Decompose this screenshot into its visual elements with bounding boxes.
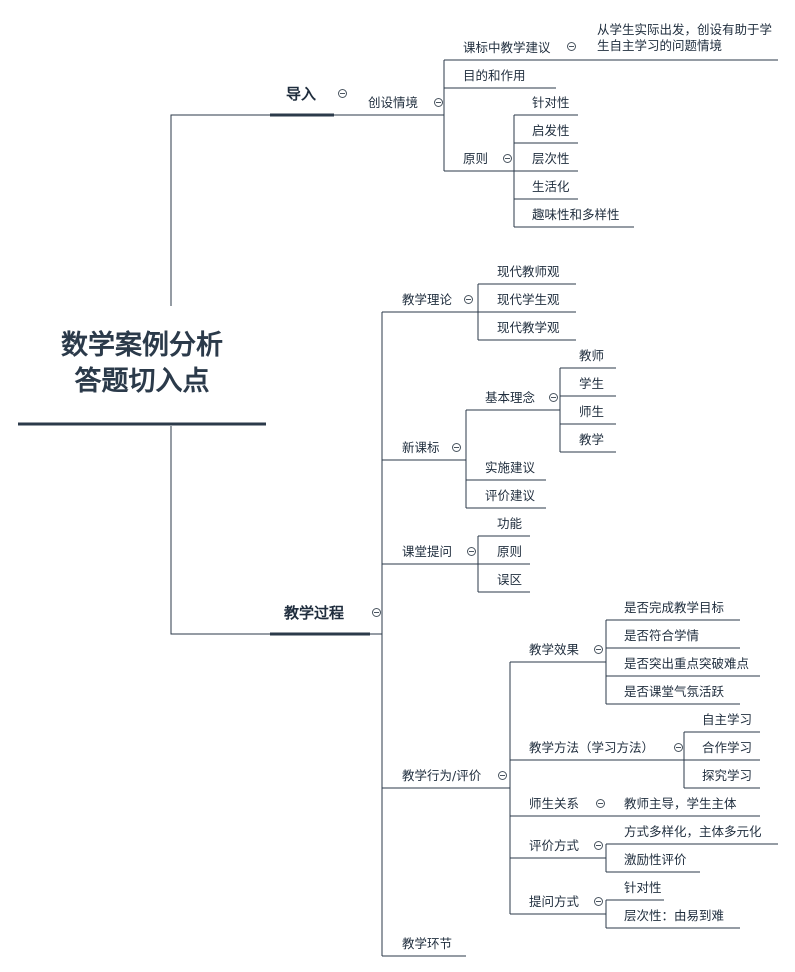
node-mudi-zuoyong[interactable]: 目的和作用 bbox=[463, 68, 526, 83]
leaf-zhenduixing[interactable]: 针对性 bbox=[532, 95, 570, 110]
collapse-toggle-icon[interactable] bbox=[503, 154, 512, 163]
branch-jiaoxue-guocheng[interactable]: 教学过程 bbox=[284, 604, 345, 622]
node-shisheng-guanxi[interactable]: 师生关系 bbox=[529, 796, 580, 811]
collapse-toggle-icon[interactable] bbox=[594, 897, 603, 906]
leaf-shisheng[interactable]: 师生 bbox=[579, 404, 605, 419]
leaf-fangshi-duoyanghua[interactable]: 方式多样化，主体多元化 bbox=[624, 824, 762, 839]
leaf-tuchu-zhongdian[interactable]: 是否突出重点突破难点 bbox=[624, 656, 750, 671]
root-title-line2: 答题切入点 bbox=[74, 366, 210, 397]
leaf-hezuo-xuexi[interactable]: 合作学习 bbox=[702, 740, 753, 755]
node-tiwen-fangshi[interactable]: 提问方式 bbox=[529, 894, 580, 909]
node-kebiao-jianyi[interactable]: 课标中教学建议 bbox=[463, 40, 551, 55]
collapse-toggle-icon[interactable] bbox=[674, 743, 683, 752]
node-jiaoxue-xiaoguo[interactable]: 教学效果 bbox=[529, 642, 580, 657]
leaf-jiaoshi-zhudao[interactable]: 教师主导，学生主体 bbox=[624, 796, 737, 811]
root-title-line1: 数学案例分析 bbox=[61, 330, 223, 361]
collapse-toggle-icon[interactable] bbox=[467, 547, 476, 556]
leaf-jiaoxue-guan[interactable]: 现代教学观 bbox=[497, 320, 560, 335]
leaf-tanjiu-xuexi[interactable]: 探究学习 bbox=[702, 768, 753, 783]
leaf-shenghuohua[interactable]: 生活化 bbox=[532, 179, 570, 194]
collapse-toggle-icon[interactable] bbox=[549, 393, 558, 402]
collapse-toggle-icon[interactable] bbox=[452, 443, 461, 452]
leaf-fuhe-xueqing[interactable]: 是否符合学情 bbox=[624, 628, 700, 643]
collapse-toggle-icon[interactable] bbox=[464, 295, 473, 304]
leaf-jiaoshi[interactable]: 教师 bbox=[579, 348, 605, 363]
leaf-jiaoshi-guan[interactable]: 现代教师观 bbox=[497, 264, 560, 279]
node-jiben-linian[interactable]: 基本理念 bbox=[485, 390, 536, 405]
collapse-toggle-icon[interactable] bbox=[596, 799, 605, 808]
leaf-wuqu[interactable]: 误区 bbox=[497, 572, 523, 587]
node-kebiao-detail[interactable]: 从学生实际出发，创设有助于学生自主学习的问题情境 bbox=[597, 22, 773, 53]
root-topic[interactable]: 数学案例分析 答题切入点 bbox=[20, 328, 264, 400]
leaf-zizhu-xuexi[interactable]: 自主学习 bbox=[702, 712, 753, 727]
node-jiaoxue-xingwei[interactable]: 教学行为/评价 bbox=[402, 768, 482, 783]
node-jiaoxue-lilun[interactable]: 教学理论 bbox=[402, 292, 453, 307]
collapse-toggle-icon[interactable] bbox=[434, 98, 443, 107]
collapse-toggle-icon[interactable] bbox=[498, 771, 507, 780]
node-xinkebiao[interactable]: 新课标 bbox=[402, 440, 440, 455]
branch-daoru[interactable]: 导入 bbox=[286, 85, 317, 103]
leaf-gongneng[interactable]: 功能 bbox=[497, 516, 523, 531]
leaf-xuesheng-guan[interactable]: 现代学生观 bbox=[497, 292, 560, 307]
node-jiaoxue-fangfa[interactable]: 教学方法（学习方法） bbox=[529, 740, 655, 755]
node-yuanze[interactable]: 原则 bbox=[463, 151, 489, 166]
leaf-qifaxing[interactable]: 启发性 bbox=[532, 123, 570, 138]
leaf-jiaoxue[interactable]: 教学 bbox=[579, 432, 605, 447]
leaf-quweixing[interactable]: 趣味性和多样性 bbox=[532, 207, 620, 222]
leaf-qifen-huoyue[interactable]: 是否课堂气氛活跃 bbox=[624, 684, 725, 699]
node-shishi-jianyi[interactable]: 实施建议 bbox=[485, 460, 536, 475]
leaf-wancheng-mubiao[interactable]: 是否完成教学目标 bbox=[624, 600, 725, 615]
collapse-toggle-icon[interactable] bbox=[372, 608, 381, 617]
node-jiaoxue-huanjie[interactable]: 教学环节 bbox=[402, 936, 453, 951]
leaf-zhenduixing-tiwen[interactable]: 针对性 bbox=[624, 880, 662, 895]
node-pingjia-jianyi[interactable]: 评价建议 bbox=[485, 488, 536, 503]
leaf-cengcixing[interactable]: 层次性 bbox=[532, 151, 570, 166]
collapse-toggle-icon[interactable] bbox=[594, 841, 603, 850]
leaf-xuesheng[interactable]: 学生 bbox=[579, 376, 605, 391]
node-chuangshe-qingjing[interactable]: 创设情境 bbox=[368, 95, 419, 110]
leaf-cengcixing-tiwen[interactable]: 层次性：由易到难 bbox=[624, 908, 725, 923]
collapse-toggle-icon[interactable] bbox=[567, 42, 576, 51]
leaf-yuanze[interactable]: 原则 bbox=[497, 544, 523, 559]
collapse-toggle-icon[interactable] bbox=[338, 89, 347, 98]
collapse-toggle-icon[interactable] bbox=[594, 645, 603, 654]
node-ketang-tiwen[interactable]: 课堂提问 bbox=[402, 544, 453, 559]
node-pingjia-fangshi[interactable]: 评价方式 bbox=[529, 838, 580, 853]
leaf-jilixing-pingjia[interactable]: 激励性评价 bbox=[624, 852, 687, 867]
